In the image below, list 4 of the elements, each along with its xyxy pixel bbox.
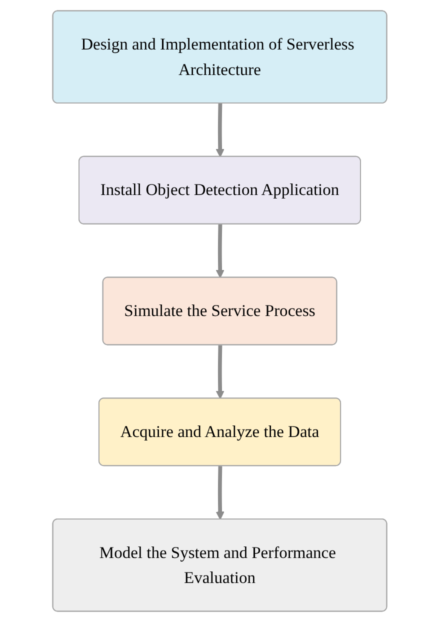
- arrow: [216, 466, 225, 520]
- arrow: [216, 345, 225, 399]
- arrow: [216, 103, 225, 158]
- arrow: [216, 224, 225, 278]
